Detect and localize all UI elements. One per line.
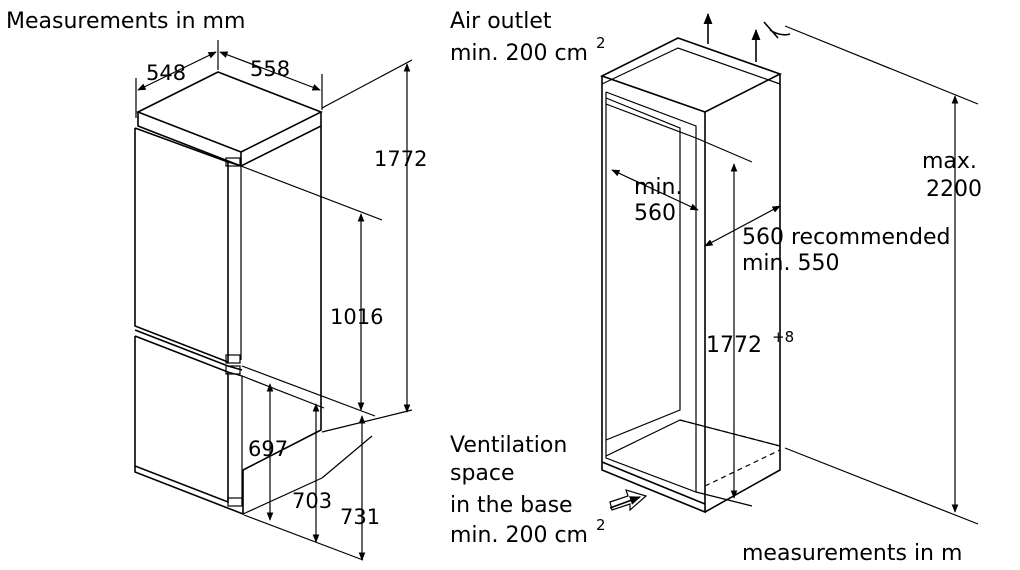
niche-min-line1: min. bbox=[634, 175, 682, 200]
max-line2: 2200 bbox=[926, 177, 982, 202]
air-outlet-line1: Air outlet bbox=[450, 9, 552, 34]
dim-703: 703 bbox=[292, 489, 332, 513]
niche-drawing bbox=[599, 12, 979, 525]
dim-height-total: 1772 bbox=[374, 147, 427, 171]
appliance-drawing bbox=[134, 40, 413, 561]
dim-fridge-height: 1016 bbox=[330, 305, 383, 329]
air-outlet-line2: min. 200 cm bbox=[450, 41, 588, 66]
niche-depth-line1: 560 recommended bbox=[742, 225, 950, 250]
vent-sup: 2 bbox=[596, 516, 606, 534]
dim-731: 731 bbox=[340, 505, 380, 529]
niche-depth-line2: min. 550 bbox=[742, 251, 839, 276]
air-outlet-sup: 2 bbox=[596, 34, 606, 52]
max-line1: max. bbox=[922, 149, 977, 174]
vent-line4: min. 200 cm bbox=[450, 523, 588, 548]
vent-line2: space bbox=[450, 461, 515, 486]
vent-line3: in the base bbox=[450, 493, 573, 518]
measurements-bottom: measurements in m bbox=[742, 541, 962, 566]
title-left: Measurements in mm bbox=[6, 9, 245, 34]
niche-min-line2: 560 bbox=[634, 201, 676, 226]
niche-height: 1772 bbox=[706, 333, 762, 358]
vent-line1: Ventilation bbox=[450, 433, 567, 458]
niche-height-sup: +8 bbox=[772, 328, 794, 346]
dim-width: 558 bbox=[250, 57, 290, 81]
dim-depth: 548 bbox=[146, 61, 186, 85]
dim-697: 697 bbox=[248, 437, 288, 461]
